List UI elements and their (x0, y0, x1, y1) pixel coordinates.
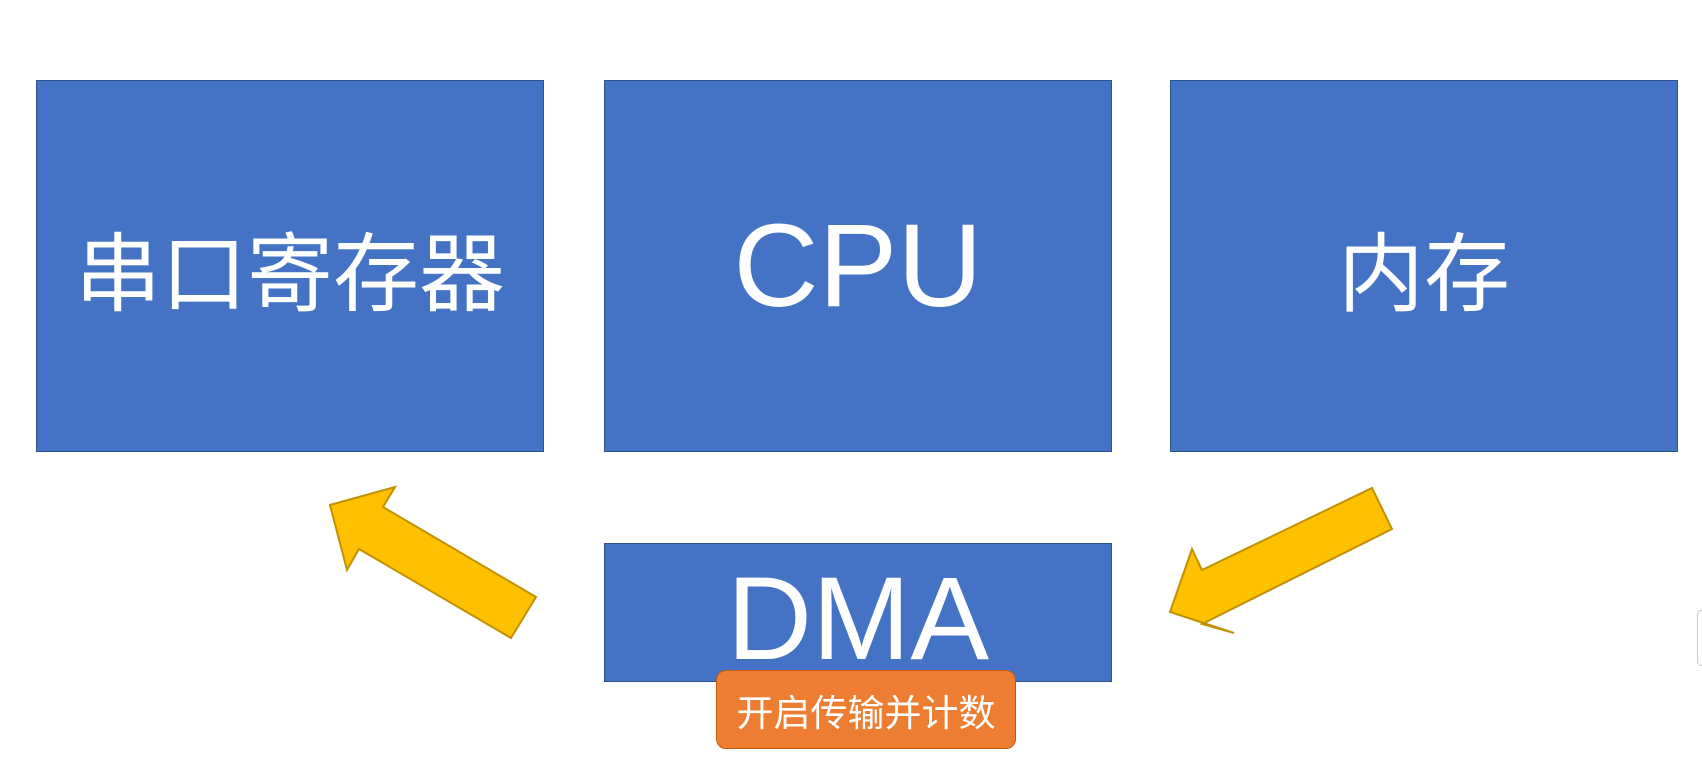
start-transfer-badge: 开启传输并计数 (716, 670, 1016, 749)
dma-box: DMA (604, 543, 1112, 682)
memory-box: 内存 (1170, 80, 1678, 452)
memory-label: 内存 (1338, 224, 1510, 325)
serial-register-label: 串口寄存器 (75, 224, 505, 325)
arrow-dma-to-serial-register (328, 485, 538, 640)
cpu-box: CPU (604, 80, 1112, 452)
cpu-label: CPU (733, 200, 983, 332)
arrow-memory-to-dma (1168, 486, 1394, 634)
serial-register-box: 串口寄存器 (36, 80, 544, 452)
edge-scroll-handle (1697, 610, 1702, 666)
dma-label: DMA (726, 552, 990, 685)
start-transfer-label: 开启传输并计数 (736, 691, 996, 735)
